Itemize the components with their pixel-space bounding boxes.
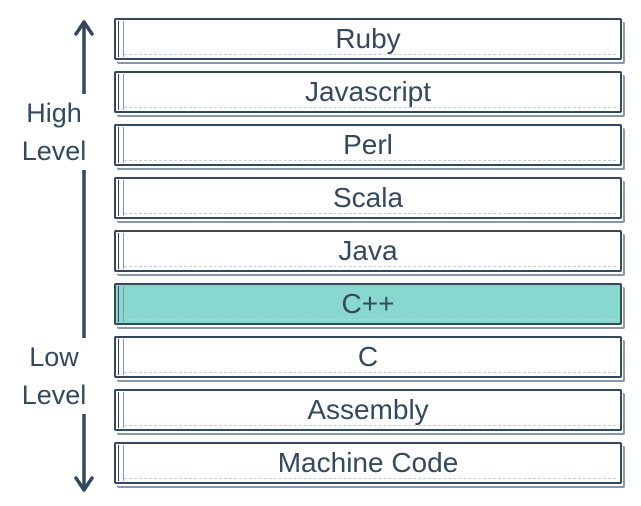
layer-cpp-highlighted: C++: [114, 283, 622, 325]
low-label-line1: Low: [29, 342, 79, 372]
arrow-down-icon: [74, 476, 94, 492]
layer-perl: Perl: [114, 124, 622, 166]
layer-machine-code: Machine Code: [114, 442, 622, 484]
layer-javascript: Javascript: [114, 71, 622, 113]
layer-java: Java: [114, 230, 622, 272]
layer-ruby: Ruby: [114, 18, 622, 60]
language-stack: Ruby Javascript Perl Scala Java C++ C As…: [114, 18, 622, 495]
high-label-line2: Level: [21, 136, 87, 166]
layer-assembly: Assembly: [114, 389, 622, 431]
high-label-line1: High: [26, 98, 82, 128]
low-label-line2: Level: [21, 380, 87, 410]
level-axis: High Level Low Level: [0, 0, 110, 506]
arrow-up-icon: [74, 20, 94, 36]
layer-scala: Scala: [114, 177, 622, 219]
low-level-label: Low Level: [0, 338, 108, 414]
layer-c: C: [114, 336, 622, 378]
level-axis-arrow: [74, 20, 94, 492]
high-level-label: High Level: [0, 94, 108, 170]
